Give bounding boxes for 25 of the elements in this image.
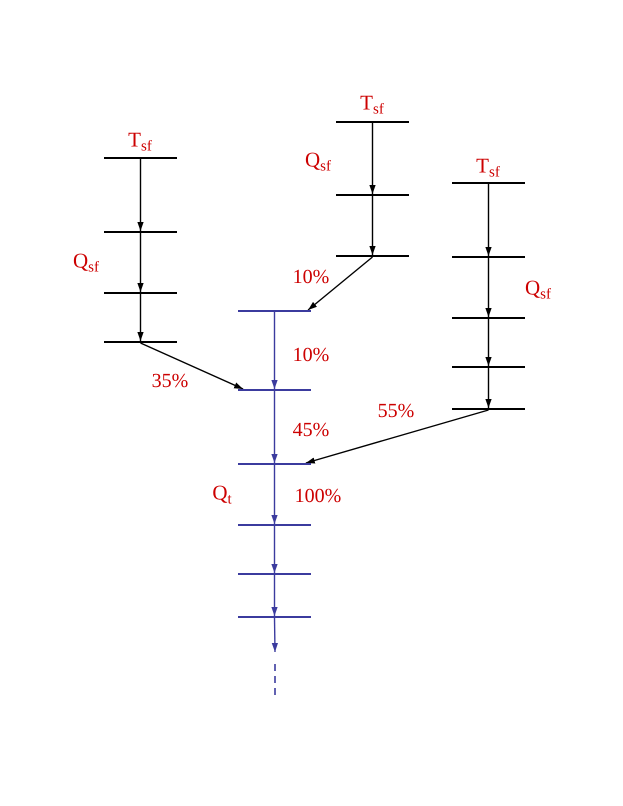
symbol-label: T$_{sf}$ bbox=[476, 156, 500, 180]
arrow bbox=[485, 319, 492, 366]
arrow bbox=[137, 294, 144, 341]
arrow bbox=[271, 575, 278, 616]
symbol-label: T$_{sf}$ bbox=[128, 130, 152, 154]
arrow bbox=[306, 409, 489, 464]
symbol-label: Q$_{sf}$ bbox=[305, 150, 331, 174]
symbol-label: T$_{sf}$ bbox=[360, 92, 384, 118]
arrow bbox=[271, 391, 278, 463]
arrow bbox=[369, 196, 376, 255]
arrow bbox=[308, 256, 373, 311]
symbol-label: Q$_{sf}$ bbox=[73, 250, 99, 276]
arrow bbox=[271, 465, 278, 524]
arrow bbox=[137, 233, 144, 292]
arrow bbox=[271, 526, 278, 573]
arrow bbox=[485, 368, 492, 408]
arrow bbox=[485, 258, 492, 317]
symbol-label: Q$_{sf}$ bbox=[525, 278, 551, 302]
arrow bbox=[140, 342, 244, 390]
arrow bbox=[272, 618, 278, 652]
symbol-label: Q$_{t}$ bbox=[212, 482, 232, 508]
arrow bbox=[137, 159, 144, 231]
arrow bbox=[369, 123, 376, 194]
arrow bbox=[271, 312, 278, 389]
arrow bbox=[485, 184, 492, 256]
